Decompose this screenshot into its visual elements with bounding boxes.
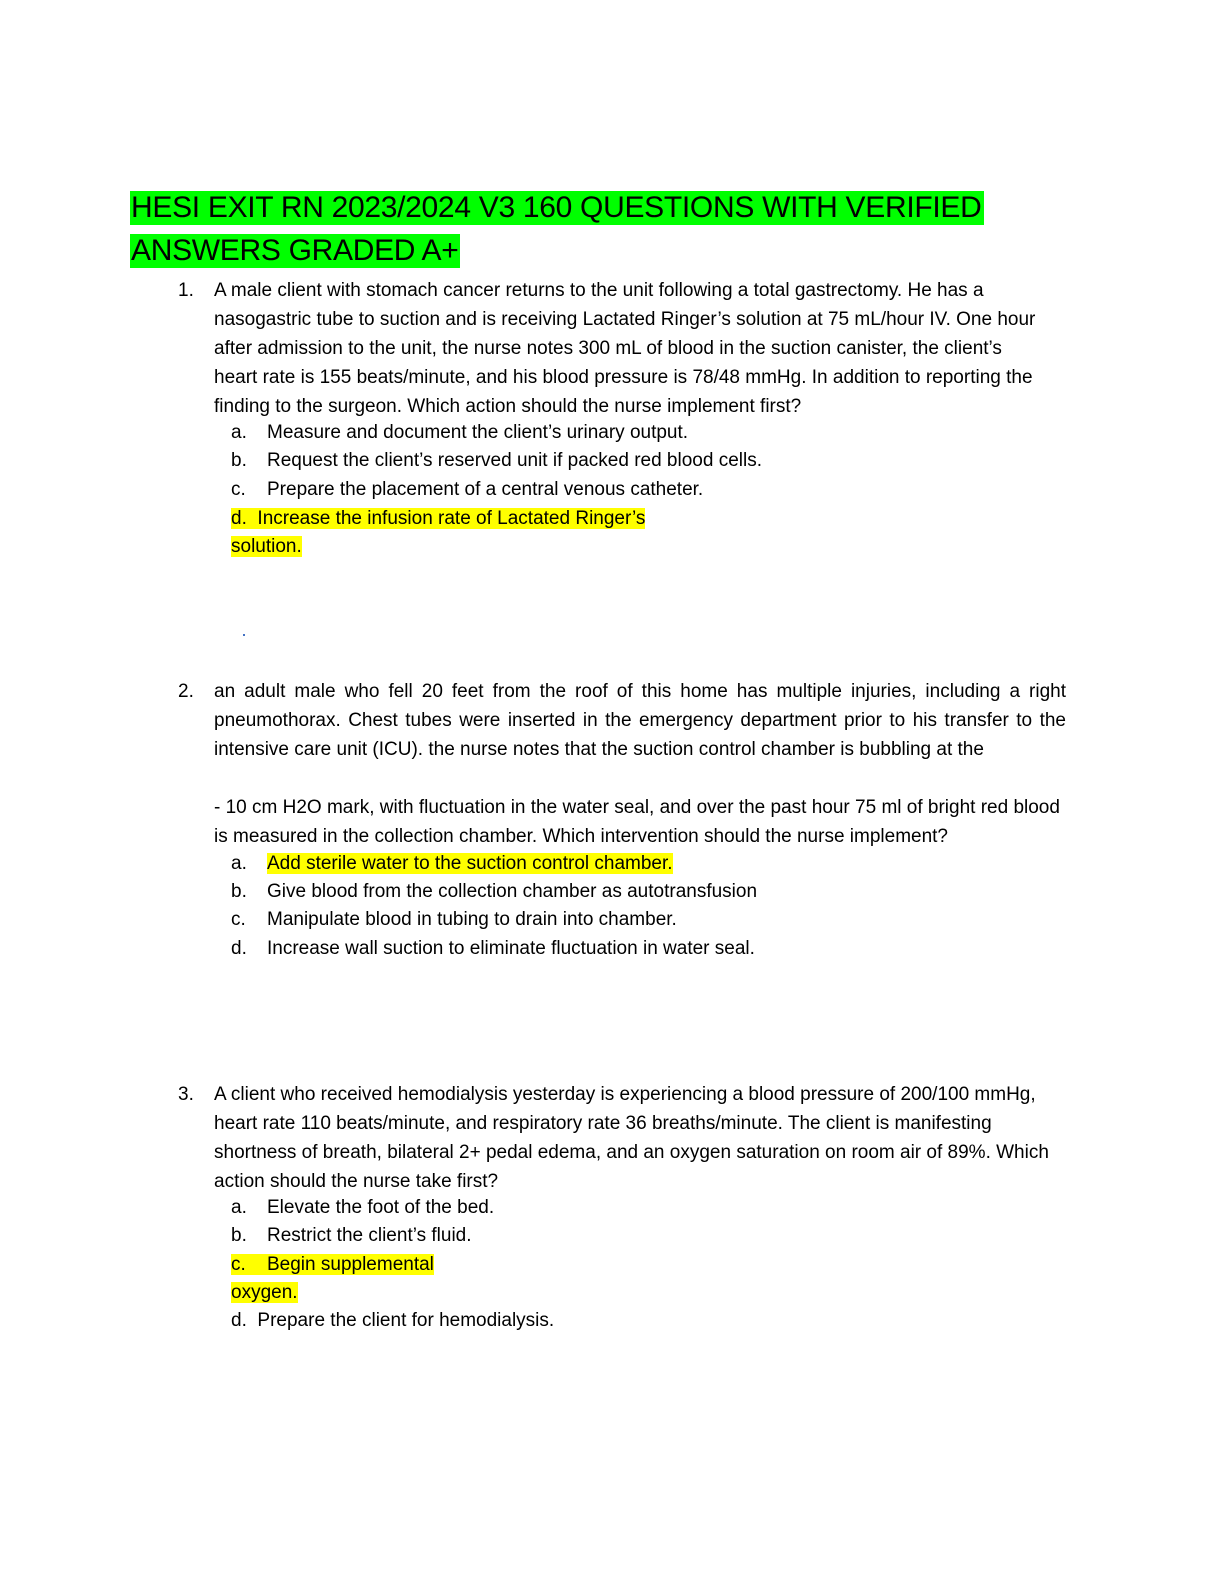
option-letter: d.: [231, 1310, 247, 1331]
title-line-1: HESI EXIT RN 2023/2024 V3 160 QUESTIONS …: [130, 191, 984, 225]
question-1-option-b: b. Request the client’s reserved unit if …: [231, 447, 762, 475]
question-3-text: A client who received hemodialysis yeste…: [214, 1084, 1049, 1192]
option-text: Give blood from the collection chamber a…: [267, 881, 758, 902]
option-text: Measure and document the client’s urinar…: [267, 422, 689, 443]
option-text: Increase the infusion rate of Lactated R…: [257, 508, 646, 529]
option-text: Increase wall suction to eliminate fluct…: [267, 938, 755, 959]
question-3-option-d: d. Prepare the client for hemodialysis.: [231, 1307, 554, 1335]
option-text: Elevate the foot of the bed.: [267, 1197, 495, 1218]
question-3-option-a: a. Elevate the foot of the bed.: [231, 1194, 494, 1222]
question-2-text: an adult male who fell 20 feet from the …: [214, 681, 1066, 760]
option-letter: a.: [231, 853, 247, 874]
question-1-option-c: c. Prepare the placement of a central ven…: [231, 476, 703, 504]
question-2-number: 2.: [178, 681, 194, 702]
question-3-number: 3.: [178, 1084, 194, 1105]
option-text: Restrict the client’s fluid.: [267, 1225, 472, 1246]
question-1-option-d-continued: solution.: [231, 533, 302, 561]
option-text: Request the client’s reserved unit if pa…: [267, 450, 762, 471]
question-3-option-b: b. Restrict the client’s fluid.: [231, 1222, 472, 1250]
option-letter: a.: [231, 1197, 247, 1218]
question-1-option-a: a. Measure and document the client’s urin…: [231, 419, 688, 447]
option-text: Add sterile water to the suction control…: [267, 853, 673, 874]
question-1-text: A male client with stomach cancer return…: [214, 280, 1036, 417]
question-2-option-c: c. Manipulate blood in tubing to drain in…: [231, 906, 677, 934]
option-letter: c.: [231, 1254, 246, 1275]
option-text-continued: solution.: [231, 536, 302, 557]
question-2-option-a-answer: a. Add sterile water to the suction contr…: [231, 850, 673, 878]
option-letter: b.: [231, 450, 247, 471]
question-2-option-b: b. Give blood from the collection chamber…: [231, 878, 757, 906]
title-line-2: ANSWERS GRADED A+: [130, 234, 461, 268]
option-text: Prepare the placement of a central venou…: [267, 479, 704, 500]
question-2-text-continued: - 10 cm H2O mark, with fluctuation in th…: [214, 797, 1060, 847]
option-letter: c.: [231, 909, 246, 930]
question-1-option-d-answer: d. Increase the infusion rate of Lactate…: [231, 505, 646, 533]
option-text: Begin supplemental: [267, 1254, 434, 1275]
option-letter: d.: [231, 938, 247, 959]
option-text: Prepare the client for hemodialysis.: [257, 1310, 555, 1331]
question-2-option-d: d. Increase wall suction to eliminate flu…: [231, 935, 755, 963]
option-text: Manipulate blood in tubing to drain into…: [267, 909, 677, 930]
option-letter: c.: [231, 479, 246, 500]
option-letter: a.: [231, 422, 247, 443]
option-letter: b.: [231, 1225, 247, 1246]
question-3-option-c-answer: c. Begin supplemental: [231, 1251, 434, 1279]
question-1-number: 1.: [178, 280, 194, 301]
document-title: HESI EXIT RN 2023/2024 V3 160 QUESTIONS …: [130, 186, 1010, 272]
option-letter: d.: [231, 508, 247, 529]
option-letter: b.: [231, 881, 247, 902]
question-3-option-c-continued: oxygen.: [231, 1279, 298, 1307]
stray-dot-mark: [243, 634, 245, 636]
option-text-continued: oxygen.: [231, 1282, 298, 1303]
